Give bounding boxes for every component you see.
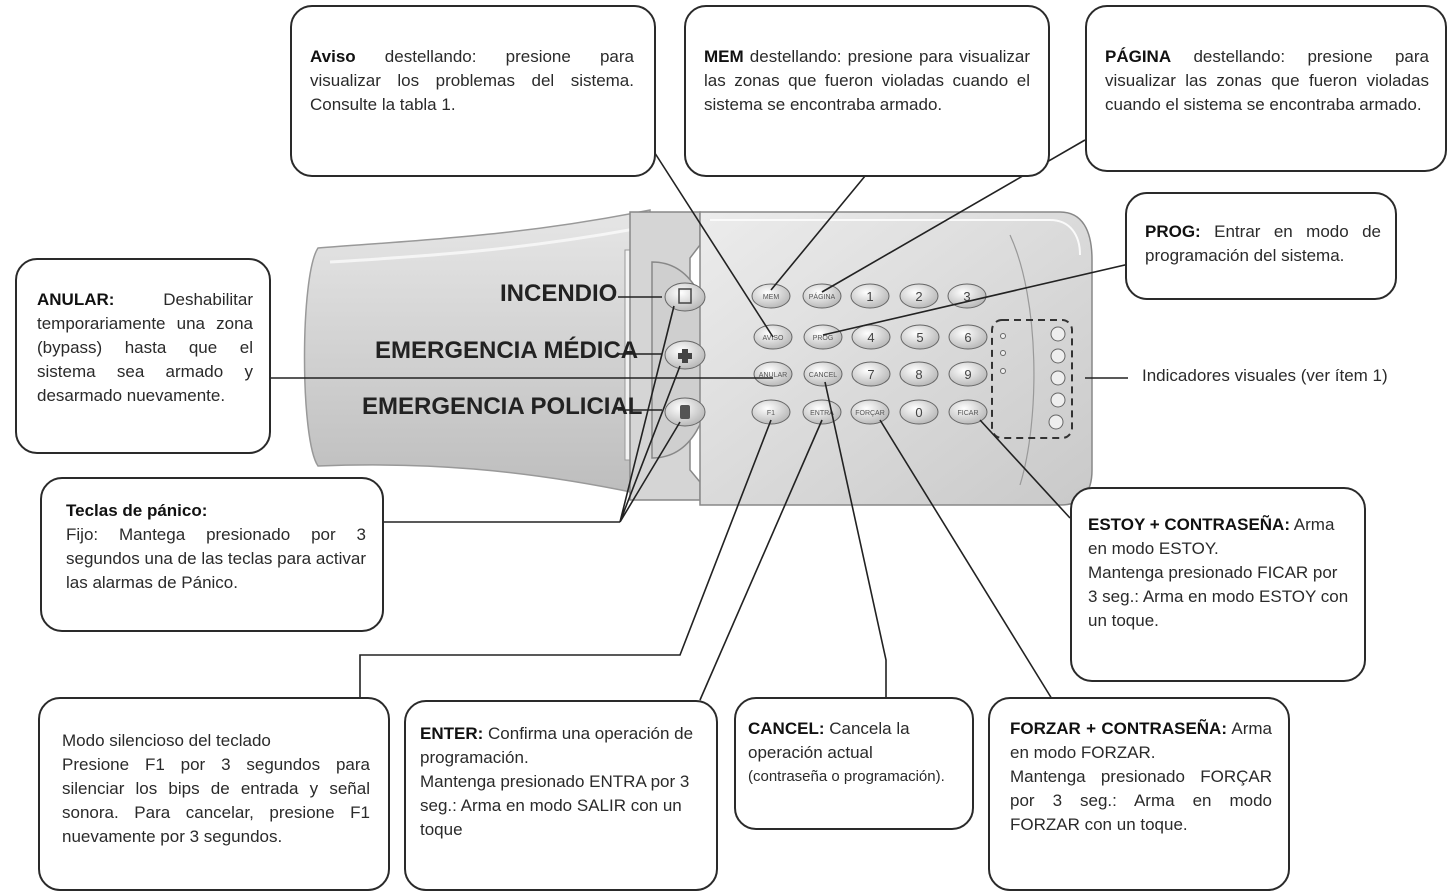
panic-keys	[664, 282, 706, 427]
key-cancel-label: CANCEL	[809, 372, 838, 379]
keypad-body	[699, 211, 1093, 506]
callout-enter-text2: Mantenga presionado ENTRA por 3 seg.: Ar…	[420, 772, 690, 839]
connector-prog	[822, 257, 1156, 336]
key-8[interactable]: 8	[899, 361, 939, 387]
key-1-label: 1	[866, 289, 873, 304]
connector-lines	[270, 139, 1156, 713]
key-0[interactable]: 0	[899, 399, 939, 425]
callout-anular-title: ANULAR:	[37, 290, 115, 309]
keypad-keys: MEM PÁGINA 1 2 3 AVISO PROG 4 5 6 ANULAR…	[751, 283, 988, 425]
connector-aviso	[650, 146, 774, 338]
key-entra[interactable]: ENTRA	[802, 399, 842, 425]
key-4[interactable]: 4	[851, 324, 891, 350]
key-0-label: 0	[915, 405, 922, 420]
callout-forzar-title: FORZAR + CONTRASEÑA:	[1010, 719, 1227, 738]
key-anular-label: ANULAR	[759, 372, 787, 379]
callout-forzar-text2: Mantenga presionado FORÇAR por 3 seg.: A…	[1010, 767, 1272, 834]
callout-cancel: CANCEL: Cancela la operación actual (con…	[734, 697, 974, 830]
key-7[interactable]: 7	[851, 361, 891, 387]
key-5[interactable]: 5	[900, 324, 940, 350]
callout-aviso-title: Aviso	[310, 47, 356, 66]
callout-prog-title: PROG:	[1145, 222, 1201, 241]
connector-f1	[359, 419, 772, 697]
callout-estoy-text2: Mantenga presionado FICAR por 3 seg.: Ar…	[1088, 563, 1349, 630]
fire-icon	[678, 288, 692, 304]
key-3-label: 3	[963, 289, 970, 304]
key-pagina[interactable]: PÁGINA	[802, 283, 842, 309]
connector-estoy	[979, 419, 1071, 519]
callout-cancel-title: CANCEL:	[748, 719, 825, 738]
callout-aviso-text: destellando: presione para visualizar lo…	[310, 47, 634, 114]
incendio-label: INCENDIO	[500, 280, 618, 307]
key-entra-label: ENTRA	[810, 410, 834, 417]
callout-aviso: Aviso destellando: presione para visuali…	[290, 5, 656, 177]
callout-pagina-text: destellando: presione para visualizar la…	[1105, 47, 1429, 114]
key-prog[interactable]: PROG	[803, 324, 843, 350]
key-mem-label: MEM	[763, 294, 780, 301]
key-3[interactable]: 3	[947, 283, 987, 309]
callout-forzar-text1: Arma en modo FORZAR.	[1010, 719, 1272, 762]
callout-cancel-text1: Cancela la operación actual	[748, 719, 910, 762]
connector-mem	[770, 169, 871, 291]
callout-pagina-title: PÁGINA	[1105, 47, 1172, 66]
key-prog-label: PROG	[813, 335, 834, 342]
callout-cancel-text2: (contraseña o programación).	[748, 768, 945, 785]
key-anular[interactable]: ANULAR	[753, 361, 793, 387]
callout-anular: ANULAR: Deshabilitar temporariamente una…	[15, 258, 271, 454]
key-forcar-label: FORÇAR	[855, 410, 885, 417]
indicator-area	[991, 319, 1073, 439]
key-8-label: 8	[915, 367, 922, 382]
key-forcar[interactable]: FORÇAR	[850, 399, 890, 425]
callout-mem-text: destellando: presione para visualizar la…	[704, 47, 1030, 114]
callout-silent-title: Modo silencioso del teclado	[62, 731, 271, 750]
callout-silent-text: Presione F1 por 3 segundos para silencia…	[62, 755, 370, 846]
callout-enter: ENTER: Confirma una operación de program…	[404, 700, 718, 891]
key-mem[interactable]: MEM	[751, 283, 791, 309]
key-6-label: 6	[964, 330, 971, 345]
callout-estoy-text1: Arma en modo ESTOY.	[1088, 515, 1335, 558]
callout-forzar: FORZAR + CONTRASEÑA: Arma en modo FORZAR…	[988, 697, 1290, 891]
connector-forzar	[879, 419, 1061, 713]
callout-panic-text: Fijo: Mantega presionado por 3 segundos …	[66, 525, 366, 592]
key-9[interactable]: 9	[948, 361, 988, 387]
callout-panic-title: Teclas de pánico:	[66, 501, 208, 520]
key-aviso-label: AVISO	[763, 335, 784, 342]
medical-cross-icon	[678, 349, 692, 363]
key-ficar-label: FICAR	[958, 410, 979, 417]
emergencia-medica-label: EMERGENCIA MÉDICA	[375, 337, 639, 364]
indicators-label: Indicadores visuales (ver ítem 1)	[1142, 366, 1388, 385]
key-9-label: 9	[964, 367, 971, 382]
callout-pagina: PÁGINA destellando: presione para visual…	[1085, 5, 1447, 172]
key-f1-label: F1	[767, 410, 775, 417]
callout-estoy-title: ESTOY + CONTRASEÑA:	[1088, 515, 1290, 534]
emergencia-policial-label: EMERGENCIA POLICIAL	[362, 393, 643, 420]
key-2[interactable]: 2	[899, 283, 939, 309]
key-pagina-label: PÁGINA	[809, 292, 836, 301]
callout-panic: Teclas de pánico: Fijo: Mantega presiona…	[40, 477, 384, 632]
key-2-label: 2	[915, 289, 922, 304]
police-icon	[680, 405, 690, 419]
callout-silent: Modo silencioso del teclado Presione F1 …	[38, 697, 390, 891]
connector-cancel	[824, 381, 887, 697]
key-1[interactable]: 1	[850, 283, 890, 309]
callout-mem-title: MEM	[704, 47, 744, 66]
key-f1[interactable]: F1	[751, 399, 791, 425]
callout-enter-text1: Confirma una operación de programación.	[420, 724, 694, 767]
callout-prog-text: Entrar en modo de programación del siste…	[1145, 222, 1381, 265]
key-6[interactable]: 6	[948, 324, 988, 350]
key-7-label: 7	[867, 367, 874, 382]
key-cancel[interactable]: CANCEL	[803, 361, 843, 387]
key-5-label: 5	[916, 330, 923, 345]
connector-enter	[699, 419, 823, 701]
key-4-label: 4	[867, 330, 874, 345]
fire-panic-key[interactable]	[664, 282, 706, 312]
key-ficar[interactable]: FICAR	[948, 399, 988, 425]
callout-anular-text: Deshabilitar temporariamente una zona (b…	[37, 290, 253, 405]
callout-prog: PROG: Entrar en modo de programación del…	[1125, 192, 1397, 300]
callout-mem: MEM destellando: presione para visualiza…	[684, 5, 1050, 177]
connector-panic-fan	[619, 305, 681, 523]
callout-enter-title: ENTER:	[420, 724, 484, 743]
callout-estoy: ESTOY + CONTRASEÑA: Arma en modo ESTOY. …	[1070, 487, 1366, 682]
